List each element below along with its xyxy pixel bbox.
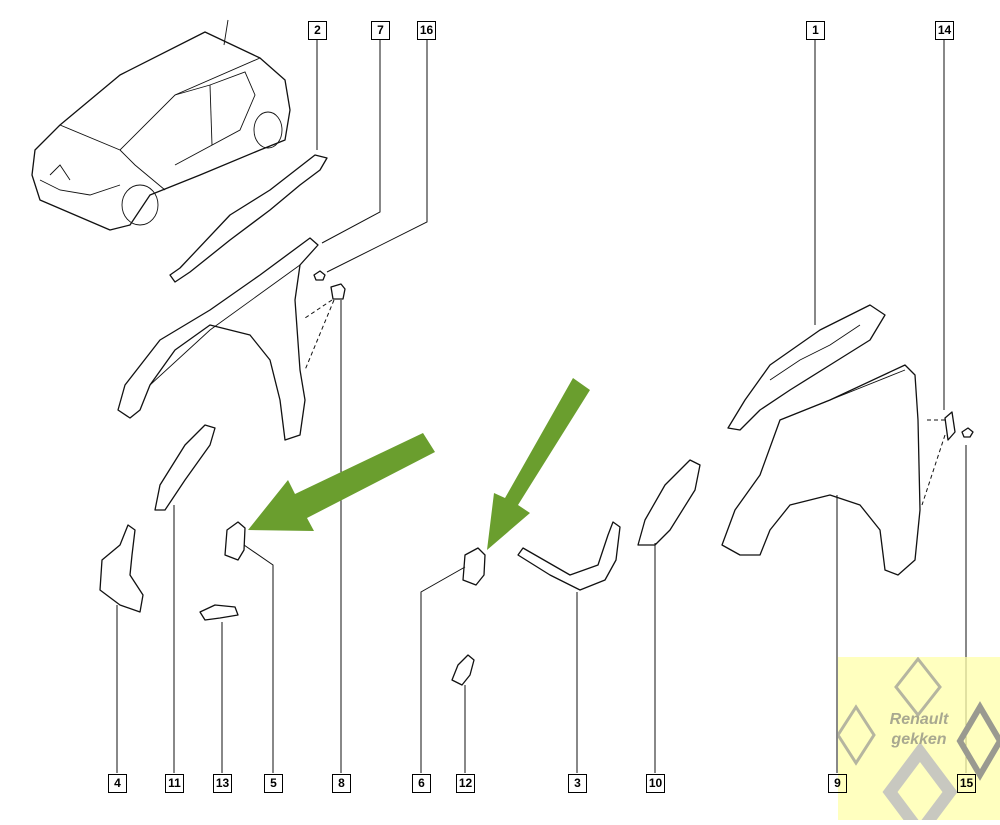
green-arrow-to-part-6 xyxy=(487,378,590,550)
callout-15[interactable]: 15 xyxy=(957,774,976,793)
callout-3[interactable]: 3 xyxy=(568,774,587,793)
watermark-line1: Renault xyxy=(889,711,949,728)
part-8-nut xyxy=(330,283,346,300)
callout-13[interactable]: 13 xyxy=(213,774,232,793)
callout-7[interactable]: 7 xyxy=(371,21,390,40)
part-10-bracket xyxy=(637,459,701,546)
part-12-clip xyxy=(451,654,475,686)
part-3-lower-rail xyxy=(517,521,621,591)
watermark-line2: gekken xyxy=(891,731,947,748)
callout-11[interactable]: 11 xyxy=(165,774,184,793)
part-2-upper-rail xyxy=(169,154,328,283)
callout-9[interactable]: 9 xyxy=(828,774,847,793)
green-arrow-to-part-5 xyxy=(248,433,435,531)
callout-8[interactable]: 8 xyxy=(332,774,351,793)
leader-lines xyxy=(116,38,967,773)
part-15-clip xyxy=(961,427,974,438)
part-11-bracket xyxy=(154,424,216,511)
callout-4[interactable]: 4 xyxy=(108,774,127,793)
callout-6[interactable]: 6 xyxy=(412,774,431,793)
part-6-bracket xyxy=(462,547,486,586)
part-5-bracket xyxy=(224,521,246,561)
callout-2[interactable]: 2 xyxy=(308,21,327,40)
part-4-bracket xyxy=(99,524,144,613)
part-7-arch-support xyxy=(117,237,319,441)
callout-12[interactable]: 12 xyxy=(456,774,475,793)
callout-10[interactable]: 10 xyxy=(646,774,665,793)
part-1-arch-support xyxy=(727,304,886,431)
callout-14[interactable]: 14 xyxy=(935,21,954,40)
part-16-clip xyxy=(313,270,326,281)
part-14-bracket xyxy=(944,411,956,441)
part-13-clip xyxy=(199,604,239,621)
callout-16[interactable]: 16 xyxy=(417,21,436,40)
callout-5[interactable]: 5 xyxy=(264,774,283,793)
callout-1[interactable]: 1 xyxy=(806,21,825,40)
car-overview-illustration xyxy=(31,19,291,231)
watermark-logo: Renault gekken xyxy=(836,656,1000,825)
watermark-text: Renault gekken xyxy=(884,710,954,750)
